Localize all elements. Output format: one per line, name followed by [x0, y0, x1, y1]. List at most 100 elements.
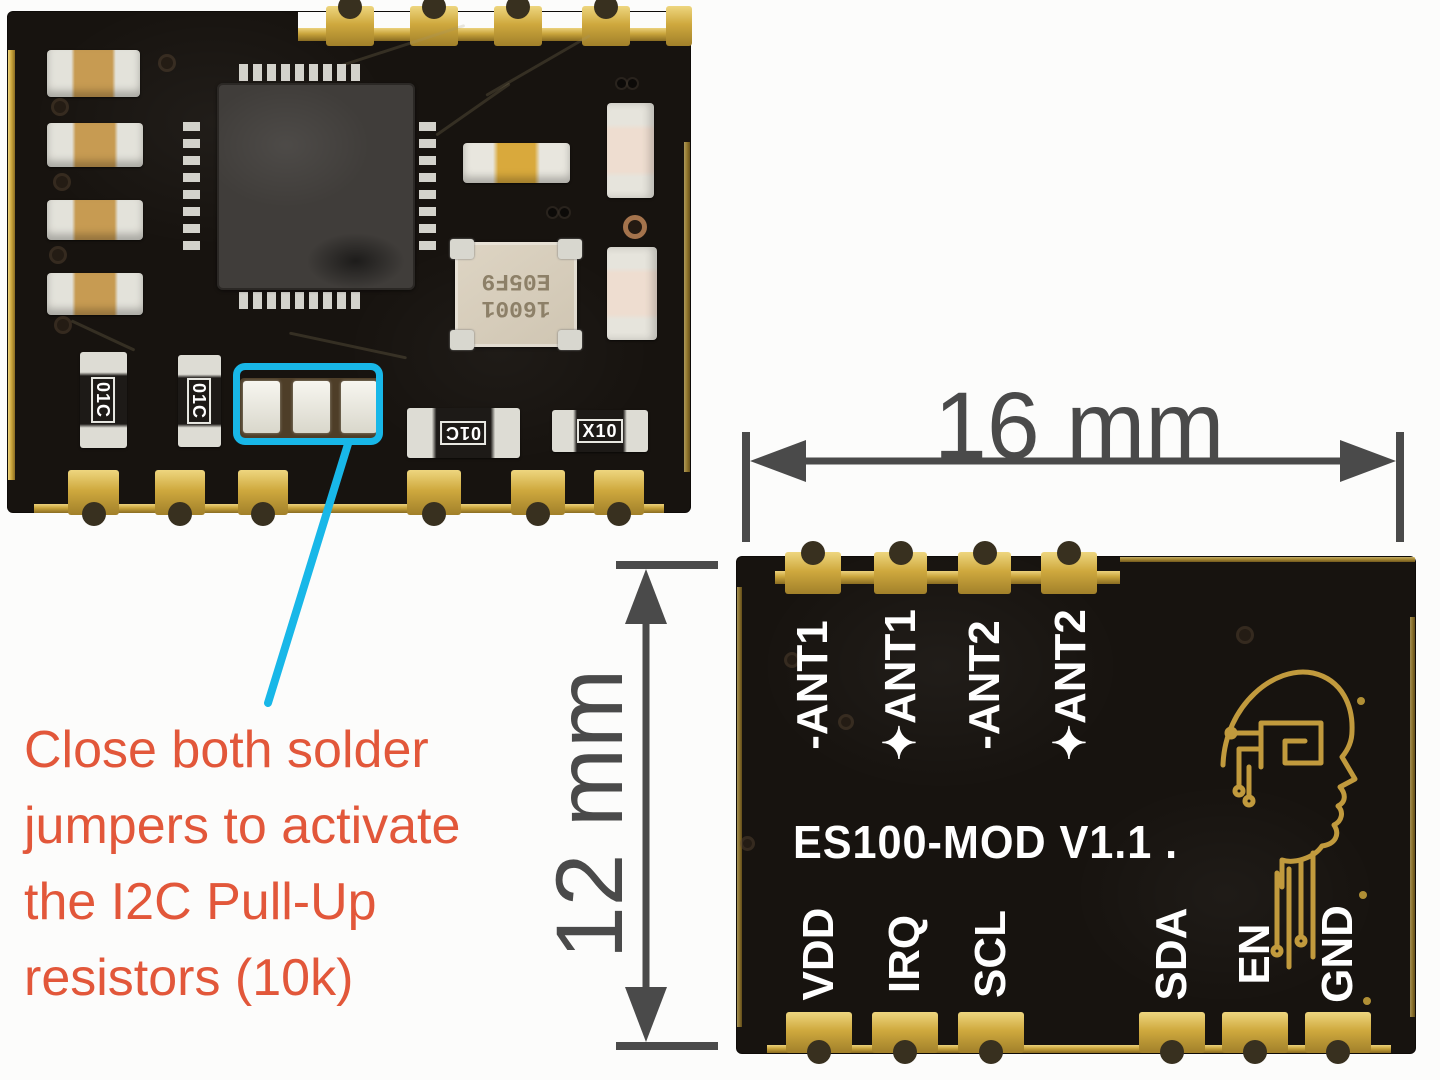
resistor-marking: X10 — [577, 419, 623, 443]
fiducial-dot — [628, 79, 637, 88]
via-hole — [56, 176, 68, 188]
pin-label-irq: IRQ — [880, 884, 929, 1024]
castellation-hole — [168, 502, 192, 526]
fiducial-dot — [548, 208, 557, 217]
ic-pins-right — [419, 122, 436, 253]
capacitor — [47, 123, 143, 167]
fiducial-dot — [617, 79, 626, 88]
note-line-3: the I2C Pull-Up — [24, 873, 377, 931]
via-hole — [54, 101, 66, 113]
back-bottom-edge-rim — [767, 1045, 1391, 1053]
castellation-hole — [893, 1040, 917, 1064]
front-bottom-pad-2 — [155, 470, 205, 526]
back-bottom-pad-scl — [958, 1012, 1024, 1064]
logo-node — [1224, 726, 1238, 740]
capacitor — [607, 247, 657, 340]
via-hole — [743, 839, 752, 848]
back-top-edge-strip — [1120, 557, 1415, 562]
back-right-edge-plating — [1410, 617, 1415, 1017]
castellation-hole — [338, 0, 362, 19]
ic-pins-bottom — [239, 292, 360, 309]
pin-label-vdd: VDD — [794, 884, 843, 1024]
pin-label-sda: SDA — [1147, 884, 1196, 1024]
solder-jumper-highlight-box — [233, 363, 383, 445]
castellation-hole — [979, 1040, 1003, 1064]
capacitor — [463, 143, 570, 183]
logo-head-outline — [1220, 669, 1358, 890]
front-top-pad-4 — [582, 0, 630, 46]
gold-test-point — [1363, 997, 1371, 1005]
back-top-pad-ant1-pos — [874, 541, 927, 594]
resistor-01c: 01C — [407, 408, 520, 458]
capacitor — [47, 200, 143, 240]
pin-label-ant2-pos: ✦ANT2 — [1046, 575, 1095, 795]
crystal-marking-line2: E05F9 — [481, 268, 551, 295]
crystal-pad — [450, 330, 474, 350]
resistor-marking: 01C — [440, 421, 487, 445]
crystal-oscillator: 16001 E05F9 — [450, 239, 582, 350]
front-top-pad-1 — [326, 0, 374, 46]
back-top-pad-ant1-neg — [785, 541, 841, 594]
solder-jumper-pad — [293, 381, 330, 433]
pin-label-text: ✦ANT1 — [875, 609, 925, 761]
brand-head-logo — [1220, 669, 1358, 970]
note-line-4: resistors (10k) — [24, 949, 354, 1007]
castellation-hole — [807, 1040, 831, 1064]
solder-jumper-pad — [341, 381, 377, 433]
logo-node — [1232, 784, 1246, 798]
resistor-x10: X10 — [552, 410, 648, 452]
castellation-hole — [1243, 1040, 1267, 1064]
castellation-hole — [801, 541, 825, 565]
crystal-pad — [558, 330, 582, 350]
castellation-hole — [526, 502, 550, 526]
pin-label-text: IRQ — [880, 914, 929, 994]
pin-label-text: -ANT1 — [788, 620, 837, 750]
pin-label-scl: SCL — [966, 884, 1015, 1024]
front-top-corner-plating — [666, 6, 692, 46]
width-dim-arrowhead-left — [750, 440, 806, 482]
solder-jumper-pad — [243, 381, 280, 433]
castellation-hole — [1326, 1040, 1350, 1064]
back-bottom-pad-irq — [872, 1012, 938, 1064]
height-dim-arrowhead-top — [625, 569, 667, 624]
castellation-hole — [972, 541, 997, 565]
logo-brain-circuit — [1258, 720, 1324, 770]
back-bottom-pad-gnd — [1305, 1012, 1371, 1064]
castellation-hole — [81, 502, 106, 526]
note-line-1: Close both solder — [24, 721, 429, 779]
via-hole — [1239, 629, 1251, 641]
resistor-marking: 01C — [187, 377, 212, 425]
crystal-marking-line1: 16001 — [481, 295, 551, 322]
ic-pins-top — [239, 64, 360, 81]
height-dim-arrowhead-bottom — [625, 987, 667, 1042]
logo-node — [1294, 934, 1308, 948]
front-bottom-pad-4 — [407, 470, 461, 526]
main-ic-chip — [217, 83, 415, 290]
castellation-hole — [251, 502, 275, 526]
ic-pins-left — [183, 122, 200, 253]
front-bottom-pad-6 — [594, 470, 644, 526]
castellation-hole — [506, 0, 530, 19]
capacitor — [607, 103, 654, 198]
front-top-pad-3 — [494, 0, 542, 46]
note-text: Close both solder jumpers to activate th… — [24, 712, 604, 1016]
castellation-hole — [1160, 1040, 1184, 1064]
front-bottom-pad-1 — [68, 470, 119, 526]
via-hole — [161, 57, 173, 69]
resistor-marking: 01C — [91, 376, 116, 424]
width-dimension-label: 16 mm — [934, 373, 1225, 479]
copper-via — [623, 215, 647, 239]
back-bottom-pad-en — [1222, 1012, 1288, 1064]
pcb-trace — [70, 319, 136, 352]
back-top-pad-ant2-pos — [1041, 541, 1097, 594]
note-line-2: jumpers to activate — [24, 797, 461, 855]
pin-label-text: VDD — [794, 907, 843, 1001]
pin-label-ant2-neg: -ANT2 — [960, 575, 1009, 795]
capacitor — [47, 273, 143, 315]
capacitor — [47, 50, 140, 97]
back-bottom-pad-sda — [1139, 1012, 1205, 1064]
pin-label-text: SDA — [1147, 907, 1196, 1001]
front-pcb: 16001 E05F9 01C 01C 01C X10 — [8, 0, 692, 526]
castellation-hole — [888, 541, 913, 565]
